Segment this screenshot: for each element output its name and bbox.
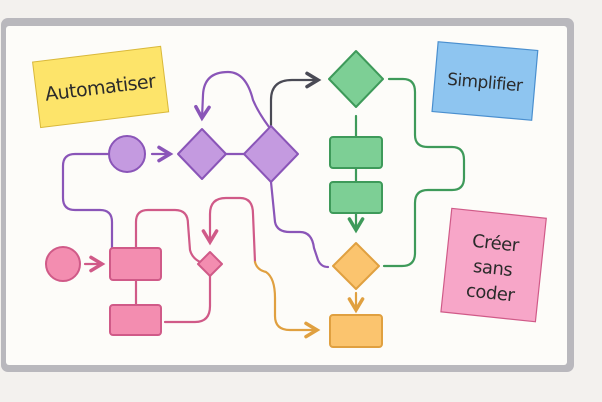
orange-decision-node bbox=[332, 242, 380, 290]
sticky-note-automatiser: Automatiser bbox=[32, 45, 170, 129]
green-decision-node bbox=[328, 50, 384, 108]
connector-dark bbox=[269, 71, 322, 129]
sticky-note-simplifier: Simplifier bbox=[431, 41, 539, 121]
connector-purple-loop bbox=[194, 70, 271, 129]
connector-pink-bottom bbox=[163, 274, 212, 324]
connector-pink-loop bbox=[201, 196, 257, 264]
pink-process-node bbox=[109, 247, 162, 281]
pink-start-node bbox=[45, 246, 81, 282]
note-line: sans bbox=[472, 256, 513, 281]
connector-pink-top bbox=[134, 208, 202, 264]
connector-purple-left bbox=[61, 152, 114, 250]
connector-orange-bottom bbox=[253, 260, 321, 339]
purple-start-node bbox=[108, 135, 146, 173]
purple-decision-node-2 bbox=[243, 125, 299, 183]
connector-green-right bbox=[382, 77, 466, 268]
sticky-note-creer-sans-coder: Créer sans coder bbox=[440, 207, 547, 323]
pink-decision-node bbox=[197, 251, 223, 277]
purple-decision-node bbox=[177, 128, 227, 180]
green-process-node-2 bbox=[329, 181, 383, 214]
green-process-node bbox=[329, 136, 383, 169]
orange-process-node bbox=[329, 314, 383, 348]
note-line: coder bbox=[465, 280, 516, 306]
connector-purple-down bbox=[269, 180, 330, 269]
note-line: Créer bbox=[471, 231, 521, 257]
pink-process-node-2 bbox=[109, 304, 162, 336]
